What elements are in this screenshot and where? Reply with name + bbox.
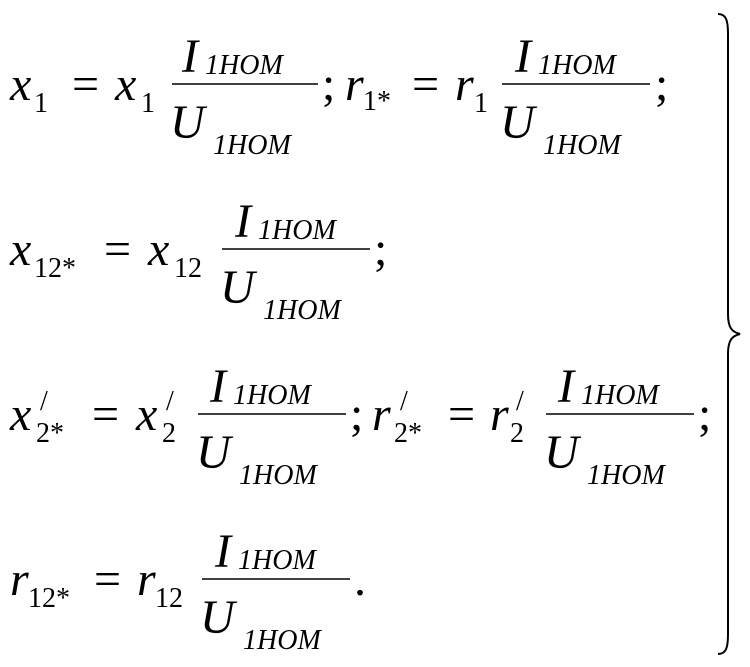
row1-rhs2-sub: 1 (474, 88, 488, 119)
row1-frac2-num-var: I (514, 30, 533, 83)
row1-rhs1-sub: 1 (141, 88, 155, 119)
row4-fraction: I 1HOM U 1HOM (200, 525, 350, 656)
row3-rhs1-prime: / (166, 386, 174, 417)
row3-rhs1-var: x (135, 388, 157, 441)
row3-equals-2: = (448, 388, 475, 441)
row1-frac1-num-sub: 1HOM (205, 50, 284, 81)
row1-equals-2: = (412, 58, 439, 111)
row1-fraction-2: I 1HOM U 1HOM (500, 30, 650, 161)
row2-lhs1-sub: 12* (34, 253, 76, 284)
row2-frac-num-sub: 1HOM (258, 215, 337, 246)
row1-frac1-den-sub: 1HOM (213, 130, 292, 161)
row1-rhs1-var: x (114, 58, 136, 111)
row3-lhs1-prime: / (40, 386, 48, 417)
row4-equals: = (94, 553, 121, 606)
row3-rhs1-sub: 2 (162, 418, 176, 449)
row3-frac1-den-sub: 1HOM (239, 460, 318, 491)
row3-lhs2-prime: / (400, 386, 408, 417)
row1-rhs2-var: r (455, 58, 474, 111)
row1-end: ; (655, 58, 668, 111)
row3-frac2-num-sub: 1HOM (581, 380, 660, 411)
row2-frac-den-sub: 1HOM (263, 295, 342, 326)
row4-frac-den-sub: 1HOM (243, 625, 322, 656)
row4-lhs1-sub: 12* (28, 583, 70, 614)
row1-frac2-den-var: U (500, 96, 538, 149)
row1-frac1-den-var: U (170, 96, 208, 149)
row3-frac2-num-var: I (557, 360, 576, 413)
row2-rhs1-var: x (147, 223, 169, 276)
row2-frac-den-var: U (220, 261, 258, 314)
row3-rhs2-prime: / (516, 386, 524, 417)
row3-separator: ; (350, 388, 363, 441)
row3-lhs1-var: x (9, 388, 31, 441)
row3-frac1-den-var: U (196, 426, 234, 479)
row4-end: . (354, 553, 366, 606)
row1-frac2-den-sub: 1HOM (543, 130, 622, 161)
equation-row-4: r 12* = r 12 I 1HOM U 1HOM . (10, 525, 366, 656)
row3-lhs2-var: r (372, 388, 391, 441)
row1-lhs1-sub: 1 (34, 88, 48, 119)
equation-row-3: x / 2* = x / 2 I 1HOM U 1HOM ; r / 2* = … (9, 360, 711, 491)
row4-rhs1-sub: 12 (155, 583, 183, 614)
row3-frac1-num-sub: 1HOM (233, 380, 312, 411)
row4-lhs1-var: r (10, 553, 29, 606)
row3-frac1-num-var: I (209, 360, 228, 413)
row3-rhs2-var: r (490, 388, 509, 441)
row3-lhs1-sub: 2* (36, 418, 64, 449)
row3-fraction-2: I 1HOM U 1HOM (544, 360, 694, 491)
row3-fraction-1: I 1HOM U 1HOM (196, 360, 346, 491)
row1-frac1-num-var: I (181, 30, 200, 83)
row4-rhs1-var: r (137, 553, 156, 606)
row1-equals-1: = (72, 58, 99, 111)
row2-end: ; (374, 223, 387, 276)
row2-fraction: I 1HOM U 1HOM (220, 195, 370, 326)
row3-lhs2-sub: 2* (394, 418, 422, 449)
row3-equals-1: = (92, 388, 119, 441)
row4-frac-num-sub: 1HOM (238, 545, 317, 576)
row1-separator: ; (322, 58, 335, 111)
row3-frac2-den-var: U (544, 426, 582, 479)
row3-rhs2-sub: 2 (510, 418, 524, 449)
row1-fraction-1: I 1HOM U 1HOM (170, 30, 318, 161)
row2-frac-num-var: I (234, 195, 253, 248)
row4-frac-num-var: I (214, 525, 233, 578)
row2-lhs1-var: x (9, 223, 31, 276)
row4-frac-den-var: U (200, 591, 238, 644)
row1-lhs2-sub: 1* (363, 86, 391, 117)
row2-equals: = (104, 223, 131, 276)
right-curly-brace-icon (717, 13, 741, 655)
row1-lhs2-var: r (345, 58, 364, 111)
row3-end: ; (698, 388, 711, 441)
equation-row-2: x 12* = x 12 I 1HOM U 1HOM ; (9, 195, 387, 326)
row2-rhs1-sub: 12 (174, 253, 202, 284)
equation-row-1: x 1 = x 1 I 1HOM U 1HOM ; r 1* = r 1 I 1… (9, 30, 668, 161)
row3-frac2-den-sub: 1HOM (587, 460, 666, 491)
row1-lhs1-var: x (9, 58, 31, 111)
row1-frac2-num-sub: 1HOM (538, 50, 617, 81)
